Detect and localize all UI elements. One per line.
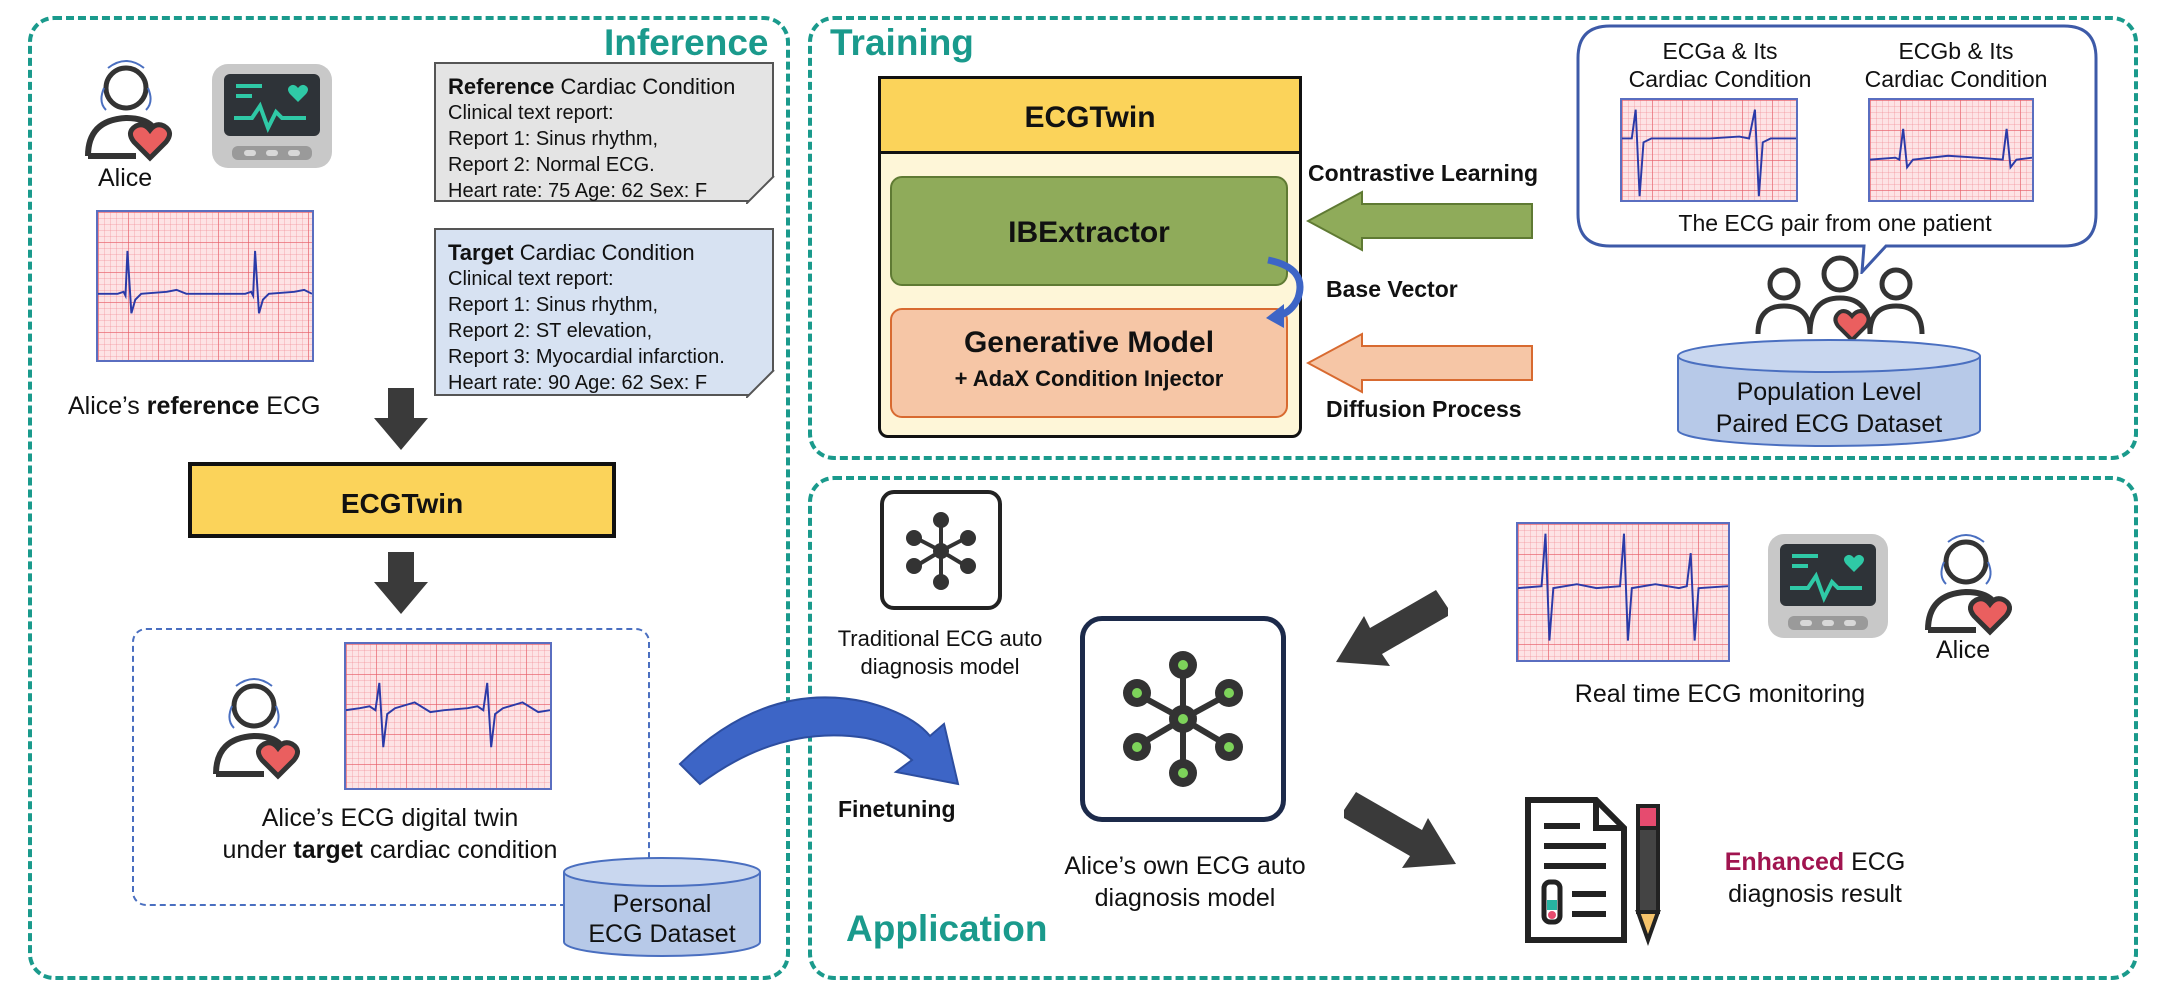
alice-person-icon bbox=[85, 60, 172, 162]
note-fold-corner bbox=[746, 370, 775, 398]
inference-panel bbox=[28, 16, 790, 980]
target-heading-rest: Cardiac Condition bbox=[513, 240, 695, 265]
adax-injector-label: + AdaX Condition Injector bbox=[954, 366, 1224, 391]
ecgtwin-inference-box: ECGTwin bbox=[188, 462, 616, 538]
finetuning-label: Finetuning bbox=[838, 796, 956, 822]
own-model-icon bbox=[1080, 616, 1286, 822]
finetuning-arrow bbox=[678, 696, 960, 786]
caption-bold: reference bbox=[146, 392, 260, 420]
contrastive-arrow bbox=[1306, 190, 1533, 252]
target-note-line: Report 2: ST elevation, bbox=[448, 320, 653, 342]
alice-person-icon bbox=[1925, 534, 2012, 636]
ecga-label-line2: Cardiac Condition bbox=[1628, 66, 1812, 92]
pair-caption: The ECG pair from one patient bbox=[1678, 210, 1992, 236]
down-arrow bbox=[374, 552, 428, 614]
inference-title: Inference bbox=[604, 22, 769, 63]
contrastive-label: Contrastive Learning bbox=[1308, 160, 1539, 186]
twin-caption-line1: Alice’s ECG digital twin bbox=[261, 804, 519, 832]
target-note-line: Heart rate: 90 Age: 62 Sex: F bbox=[448, 372, 708, 394]
reference-ecg-caption: Alice’s reference ECG bbox=[68, 392, 320, 421]
ecgtwin-training-header: ECGTwin bbox=[878, 76, 1302, 154]
reference-condition-note: Reference Cardiac Condition Clinical tex… bbox=[434, 62, 774, 202]
ibextractor-box: IBExtractor bbox=[890, 176, 1288, 286]
ref-note-line: Report 1: Sinus rhythm, bbox=[448, 128, 659, 150]
enhanced-result-line1: Enhanced ECG bbox=[1680, 848, 1950, 877]
diagnosis-report-icon bbox=[1525, 797, 1661, 946]
target-condition-note: Target Cardiac Condition Clinical text r… bbox=[434, 228, 774, 396]
traditional-model-icon bbox=[880, 490, 1002, 610]
down-arrow bbox=[374, 388, 428, 450]
reference-heading-bold: Reference bbox=[448, 74, 555, 99]
alice-person-icon bbox=[213, 678, 300, 780]
ref-note-line: Report 2: Normal ECG. bbox=[448, 154, 655, 176]
base-vector-arrow bbox=[1266, 256, 1304, 328]
population-dataset-line2: Paired ECG Dataset bbox=[1715, 410, 1943, 438]
twin-caption-pre: under bbox=[222, 836, 294, 864]
population-dataset-line1: Population Level bbox=[1736, 378, 1922, 406]
alice-reference-ecg bbox=[96, 210, 314, 362]
ecgb-strip bbox=[1868, 98, 2034, 202]
ecga-strip bbox=[1620, 98, 1798, 202]
alice-label: Alice bbox=[98, 164, 153, 192]
personal-dataset-cylinder bbox=[563, 857, 761, 957]
enhanced-word: Enhanced bbox=[1724, 848, 1845, 876]
traditional-label-line2: diagnosis model bbox=[860, 654, 1020, 679]
ecgb-label-line1: ECGb & Its bbox=[1898, 38, 2014, 64]
target-note-line: Report 3: Myocardial infarction. bbox=[448, 346, 725, 368]
twin-caption-post: cardiac condition bbox=[362, 836, 558, 864]
personal-dataset-line1: Personal bbox=[612, 890, 712, 918]
result-arrow bbox=[1344, 792, 1456, 868]
diffusion-arrow bbox=[1306, 332, 1533, 394]
digital-twin-box bbox=[132, 628, 650, 906]
ecga-label-line1: ECGa & Its bbox=[1662, 38, 1778, 64]
diffusion-label: Diffusion Process bbox=[1326, 396, 1522, 422]
own-model-label-line2: diagnosis model bbox=[1094, 884, 1276, 912]
base-vector-label: Base Vector bbox=[1326, 276, 1458, 302]
caption-pre: Alice’s bbox=[68, 392, 147, 420]
personal-dataset-line2: ECG Dataset bbox=[588, 920, 736, 948]
ecgb-label-line2: Cardiac Condition bbox=[1864, 66, 2048, 92]
enhanced-result-line2: diagnosis result bbox=[1728, 880, 1902, 908]
monitoring-arrow bbox=[1336, 590, 1448, 666]
note-fold-corner bbox=[746, 176, 775, 204]
alice-twin-ecg bbox=[344, 642, 552, 790]
patient-group-icon bbox=[1755, 255, 1925, 343]
training-panel bbox=[808, 16, 2138, 460]
enhanced-rest: ECG bbox=[1844, 848, 1906, 876]
ecg-monitor-icon bbox=[1768, 534, 1888, 638]
reference-heading-rest: Cardiac Condition bbox=[554, 74, 736, 99]
caption-post: ECG bbox=[259, 392, 321, 420]
population-dataset-cylinder bbox=[1677, 339, 1981, 447]
speech-bubble bbox=[1576, 24, 2098, 274]
twin-caption-line2: under target cardiac condition bbox=[180, 836, 600, 865]
target-note-line: Report 1: Sinus rhythm, bbox=[448, 294, 659, 316]
monitoring-label: Real time ECG monitoring bbox=[1574, 680, 1866, 708]
ecg-monitor-icon bbox=[212, 64, 332, 168]
generative-model-box bbox=[890, 308, 1288, 418]
application-title: Application bbox=[846, 908, 1048, 949]
alice-label-application: Alice bbox=[1936, 636, 1991, 664]
ref-note-line: Heart rate: 75 Age: 62 Sex: F bbox=[448, 180, 708, 202]
target-note-line: Clinical text report: bbox=[448, 268, 614, 290]
generative-model-label: Generative Model bbox=[963, 326, 1215, 359]
traditional-label-line1: Traditional ECG auto bbox=[837, 626, 1043, 651]
target-heading-bold: Target bbox=[448, 240, 514, 265]
monitoring-ecg bbox=[1516, 522, 1730, 662]
ref-note-line: Clinical text report: bbox=[448, 102, 614, 124]
twin-caption-bold: target bbox=[293, 836, 363, 864]
own-model-label-line1: Alice’s own ECG auto bbox=[1064, 852, 1306, 880]
training-title: Training bbox=[830, 22, 974, 63]
